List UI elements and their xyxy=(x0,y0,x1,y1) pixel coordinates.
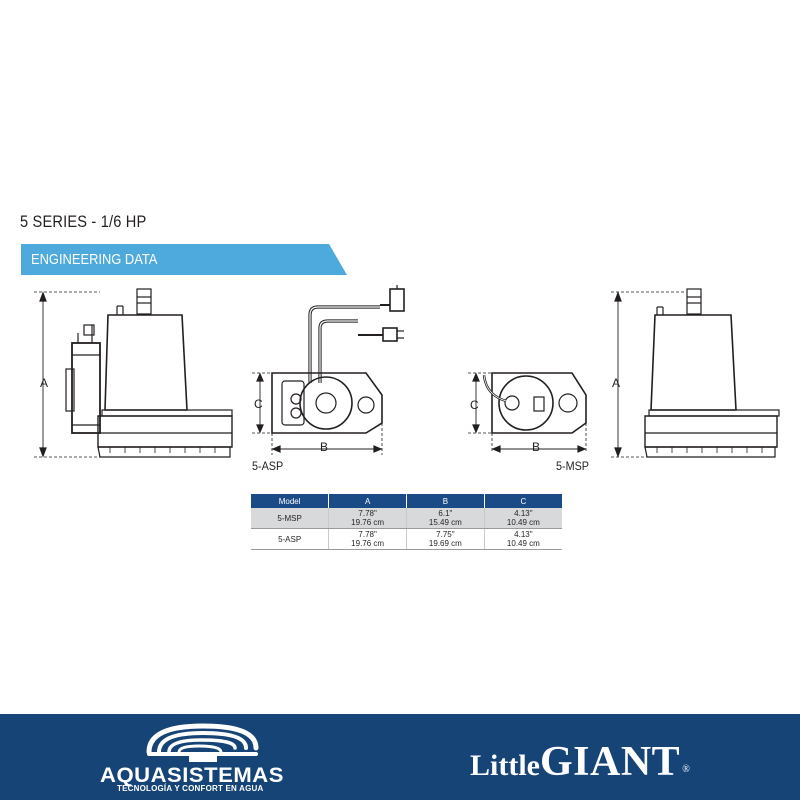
b-inches: 6.1" xyxy=(438,509,453,518)
a-cell: 7.78"19.76 cm xyxy=(328,528,407,550)
little-giant-little: Little xyxy=(470,749,540,782)
column-header-c: C xyxy=(483,494,562,508)
c-inches: 4.13" xyxy=(514,509,533,518)
a-cell: 7.78"19.76 cm xyxy=(328,508,407,529)
a-cm: 19.76 cm xyxy=(351,539,385,548)
little-giant-giant: GIANT xyxy=(539,739,681,785)
footer-bar xyxy=(0,714,800,800)
left-side-view-drawing: A xyxy=(34,288,233,458)
registered-mark: ® xyxy=(682,764,690,775)
right-dim-a-label: A xyxy=(612,376,620,390)
right-side-view-drawing: A xyxy=(611,288,780,458)
model-cell: 5-ASP xyxy=(251,528,329,550)
model-cell: 5-MSP xyxy=(251,508,329,529)
banner-shape xyxy=(21,244,347,275)
c-cell: 4.13"10.49 cm xyxy=(483,528,562,550)
c-inches: 4.13" xyxy=(514,530,533,539)
b-cm: 15.49 cm xyxy=(428,518,462,527)
aquasistemas-logo-icon xyxy=(146,723,259,762)
msp-caption: 5-MSP xyxy=(556,459,590,473)
asp-dim-c-label: C xyxy=(254,397,263,411)
asp-caption: 5-ASP xyxy=(252,459,284,473)
table-header-row: Model A B C xyxy=(251,494,562,508)
asp-dim-b-label: B xyxy=(320,440,328,454)
engineering-data-banner: ENGINEERING DATA xyxy=(21,244,347,275)
b-cell: 7.75"19.69 cm xyxy=(406,528,485,550)
c-cm: 10.49 cm xyxy=(506,539,540,548)
asp-top-view-drawing: C B xyxy=(252,285,405,455)
table-row: 5-ASP 7.78"19.76 cm 7.75"19.69 cm 4.13"1… xyxy=(251,528,562,550)
engineering-data-table: Model A B C 5-MSP 7.78"19.76 cm 6.1"15.4… xyxy=(251,494,562,550)
msp-dim-b-label: B xyxy=(532,440,540,454)
page-title: 5 SERIES - 1/6 HP xyxy=(20,212,147,231)
a-cm: 19.76 cm xyxy=(351,518,385,527)
table-row: 5-MSP 7.78"19.76 cm 6.1"15.49 cm 4.13"10… xyxy=(251,508,562,529)
column-header-model: Model xyxy=(251,494,329,508)
msp-dim-c-label: C xyxy=(470,398,479,412)
msp-top-view-drawing: C B xyxy=(468,372,587,454)
b-inches: 7.75" xyxy=(436,530,455,539)
a-inches: 7.78" xyxy=(358,509,377,518)
a-inches: 7.78" xyxy=(358,530,377,539)
b-cell: 6.1"15.49 cm xyxy=(406,508,485,529)
aquasistemas-tagline: TECNOLOGÍA Y CONFORT EN AGUA xyxy=(117,784,264,793)
column-header-b: B xyxy=(406,494,485,508)
column-header-a: A xyxy=(328,494,407,508)
dim-a-label: A xyxy=(40,376,48,390)
aquasistemas-wordmark: AQUASISTEMAS xyxy=(100,764,284,787)
little-giant-logo: LittleGIANT® xyxy=(470,738,690,786)
banner-label: ENGINEERING DATA xyxy=(31,251,158,268)
c-cell: 4.13"10.49 cm xyxy=(483,508,562,529)
b-cm: 19.69 cm xyxy=(428,539,462,548)
c-cm: 10.49 cm xyxy=(506,518,540,527)
